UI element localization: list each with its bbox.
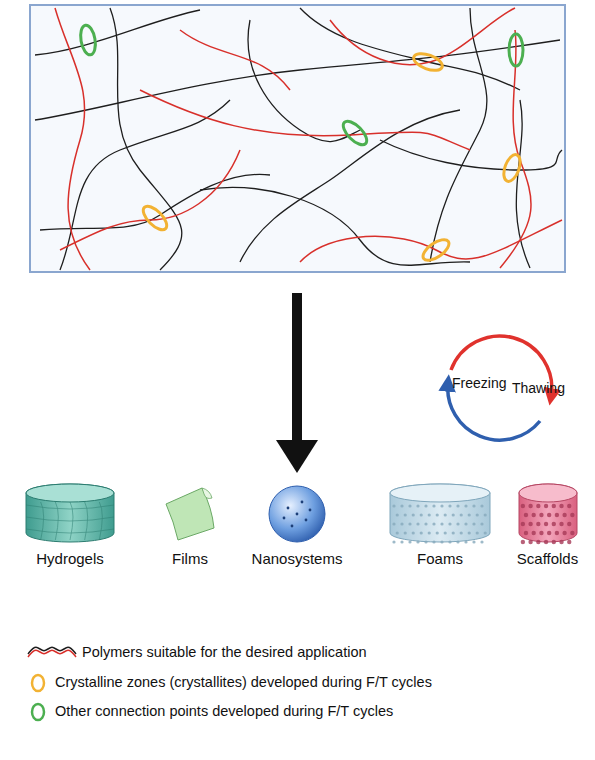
legend-entry: Polymers suitable for the desired applic… <box>82 644 367 661</box>
product-shape <box>266 478 328 550</box>
product-label: Hydrogels <box>15 550 125 568</box>
legend-sample <box>0 634 80 664</box>
legend-text: Crystalline zones (crystallites) develop… <box>55 674 432 690</box>
product-shape <box>24 478 116 550</box>
hydrogel-item: Hydrogels <box>15 478 125 568</box>
product-label: Films <box>140 550 240 568</box>
black-chains <box>35 8 562 270</box>
product-label: Nanosystems <box>242 550 352 568</box>
legend-text: Polymers suitable for the desired applic… <box>82 644 367 660</box>
legend-entry: Crystalline zones (crystallites) develop… <box>55 674 432 691</box>
foam-item: Foams <box>385 478 495 568</box>
process-arrow <box>276 293 318 473</box>
cycle-label: Freezing <box>452 375 506 391</box>
product-shape <box>160 478 220 550</box>
cycle-label: Thawing <box>512 380 565 396</box>
legend-entry: Other connection points developed during… <box>55 703 393 720</box>
legend-sample <box>0 664 80 694</box>
legend-text: Other connection points developed during… <box>55 703 393 719</box>
nanosystem-item: Nanosystems <box>242 478 352 568</box>
product-label: Scaffolds <box>500 550 595 568</box>
product-label: Foams <box>385 550 495 568</box>
film-item: Films <box>140 478 240 568</box>
product-shape <box>388 478 492 550</box>
red-chains <box>55 8 562 270</box>
product-shape <box>517 478 579 550</box>
polymer-panel <box>30 5 565 272</box>
junction-marks <box>79 24 524 264</box>
legend-sample <box>0 693 80 723</box>
scaffold-item: Scaffolds <box>500 478 595 568</box>
